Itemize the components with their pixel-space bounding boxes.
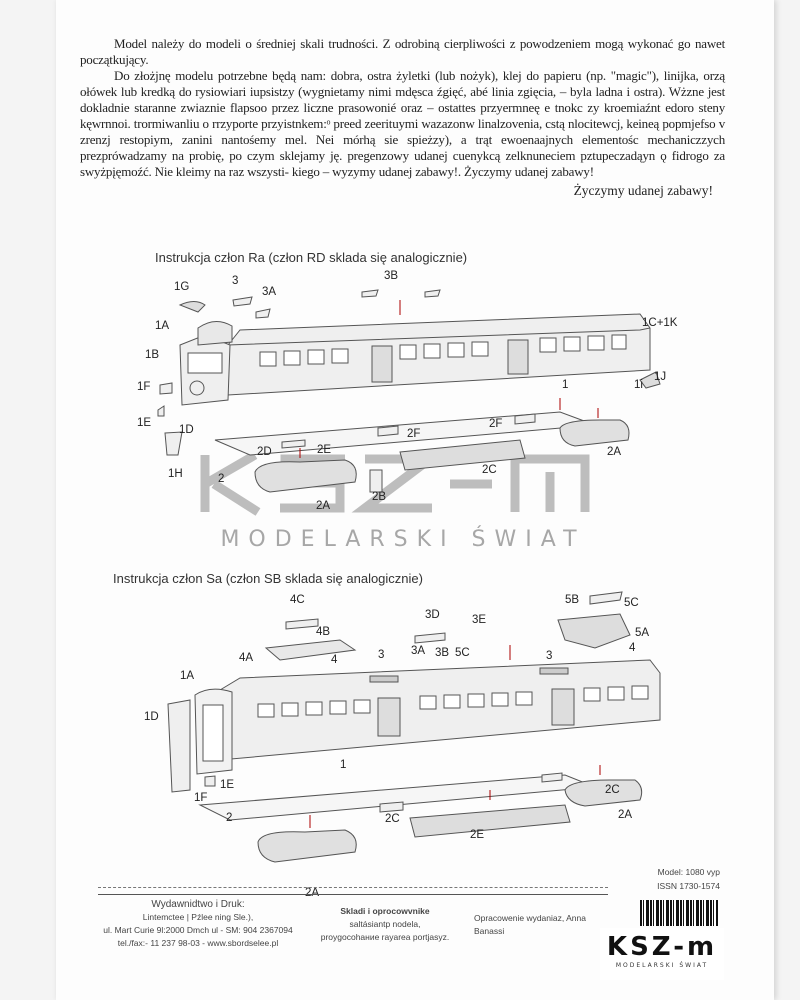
cut-line bbox=[98, 887, 608, 888]
footer-divider bbox=[98, 894, 608, 895]
part-label: 2E bbox=[317, 444, 332, 456]
part-label: 1B bbox=[145, 349, 160, 361]
part-label: 1A bbox=[155, 320, 170, 332]
logo-brand: KSZ-m bbox=[606, 932, 718, 962]
composition-line-2: proygocohание rayarea portjasyz. bbox=[320, 932, 450, 942]
part-label: 1i bbox=[634, 379, 643, 391]
part-label: 1H bbox=[168, 468, 183, 480]
part-label: 3 bbox=[232, 275, 239, 287]
part-label: 2A bbox=[316, 500, 331, 512]
part-label: 3D bbox=[425, 609, 440, 621]
sa-bogie bbox=[257, 829, 357, 863]
part-label: 5C bbox=[624, 597, 639, 609]
intro-text: Model należy do modeli o średniej skali … bbox=[80, 36, 725, 199]
part-label: 4C bbox=[290, 594, 305, 606]
part-label: 3A bbox=[262, 286, 277, 298]
logo-subtitle: MODELARSKI ŚWIAT bbox=[615, 962, 709, 969]
part-label: 1 bbox=[340, 759, 347, 771]
part-label: 1G bbox=[174, 281, 190, 293]
ksz-m-logo: KSZ-m MODELARSKI ŚWIAT bbox=[600, 928, 724, 980]
ra-car-body bbox=[227, 313, 651, 396]
publisher-line-3: tel./fax:- 11 237 98-03 - www.sbordselee… bbox=[117, 938, 279, 948]
watermark-subtitle: MODELARSKI ŚWIAT bbox=[220, 527, 586, 552]
part-label: 1D bbox=[179, 424, 194, 436]
part-label: 1A bbox=[180, 670, 195, 682]
part-label: 2C bbox=[385, 813, 400, 825]
part-label: 2A bbox=[305, 887, 320, 899]
model-number: Model: 1080 vyp bbox=[657, 867, 720, 877]
composition-title: Skladi i oprocowvnike bbox=[340, 906, 430, 916]
composition-info: Skladi i oprocowvnike saltásiantp nodela… bbox=[302, 905, 468, 944]
part-label: 3B bbox=[384, 270, 399, 282]
part-label: 1E bbox=[220, 779, 235, 791]
ra-bogie bbox=[254, 459, 357, 493]
part-label: 3 bbox=[378, 649, 385, 661]
publisher-title: Wydawnidtwo i Druk: bbox=[151, 899, 245, 910]
part-label: 5C bbox=[455, 647, 470, 659]
part-label: 1 bbox=[562, 379, 569, 391]
barcode bbox=[640, 900, 718, 926]
section1-heading: Instrukcja człon Ra (człon RD sklada się… bbox=[155, 250, 468, 265]
sa-car-body bbox=[219, 659, 661, 761]
composition-line-1: saltásiantp nodela, bbox=[349, 919, 421, 929]
editor-credit: Opracowenie wydaniaz, Anna Banassi bbox=[474, 913, 586, 936]
ra-floor bbox=[214, 411, 596, 456]
part-label: 3 bbox=[546, 650, 553, 662]
publisher-line-1: Lintemctee | Pźlee ning Sle.), bbox=[142, 912, 254, 922]
part-label: 2C bbox=[605, 784, 620, 796]
part-label: 2E bbox=[470, 829, 485, 841]
part-label: 4 bbox=[629, 642, 636, 654]
part-label: 5B bbox=[565, 594, 580, 606]
intro-paragraph-1: Model należy do modeli o średniej skali … bbox=[80, 36, 725, 67]
part-label: 2A bbox=[607, 446, 622, 458]
part-label: 4 bbox=[331, 654, 338, 666]
part-label: 2D bbox=[257, 446, 272, 458]
intro-paragraph-2: Do złożjnę modelu potrzebne będą nam: do… bbox=[80, 68, 725, 179]
part-label: 5A bbox=[635, 627, 650, 639]
part-label: 2 bbox=[218, 473, 225, 485]
part-label: 2C bbox=[482, 464, 497, 476]
part-label: 1F bbox=[137, 381, 151, 393]
part-label: 2B bbox=[372, 491, 387, 503]
publisher-line-2: ul. Mart Curie 9l:2000 Dmch ul - SM: 904… bbox=[103, 925, 293, 935]
part-label: 1E bbox=[137, 417, 152, 429]
part-label: 2 bbox=[226, 812, 233, 824]
part-label: 4A bbox=[239, 652, 254, 664]
part-label: 2F bbox=[407, 428, 421, 440]
part-label: 3A bbox=[411, 645, 426, 657]
part-label: 1J bbox=[654, 371, 667, 383]
part-label: 3B bbox=[435, 647, 450, 659]
part-label: 4B bbox=[316, 626, 331, 638]
part-label: 1D bbox=[144, 711, 159, 723]
part-label: 2F bbox=[489, 418, 503, 430]
part-label: 1F bbox=[194, 792, 208, 804]
section2-heading: Instrukcja człon Sa (człon SB sklada się… bbox=[113, 571, 423, 586]
part-label: 1C+1K bbox=[642, 317, 678, 329]
closing-wish: Życzymy udanej zabawy! bbox=[573, 183, 713, 198]
publisher-info: Wydawnidtwo i Druk: Lintemctee | Pźlee n… bbox=[98, 898, 298, 950]
part-label: 3E bbox=[472, 614, 487, 626]
issn: ISSN 1730-1574 bbox=[657, 881, 720, 891]
part-label: 2A bbox=[618, 809, 633, 821]
